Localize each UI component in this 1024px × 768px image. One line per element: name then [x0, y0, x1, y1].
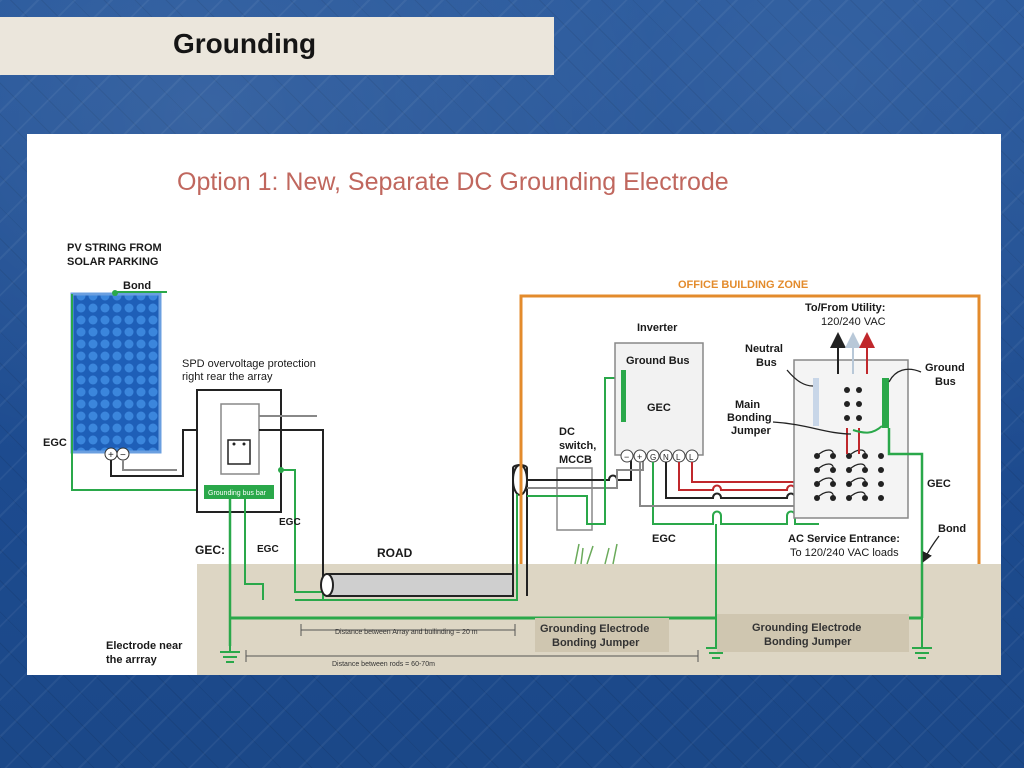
grass-decoration [574, 543, 618, 565]
gebj2-label-1: Grounding Electrode [752, 622, 861, 634]
term-0: − [624, 452, 629, 462]
term-5: L [689, 453, 694, 462]
spd-module [227, 439, 251, 465]
egc-under-label: EGC [257, 544, 279, 555]
svg-text:−: − [120, 450, 126, 461]
neutral-bus [813, 378, 819, 426]
spd-label-1: SPD overvoltage protection [182, 358, 316, 370]
term-3: N [663, 453, 669, 462]
panel-ground-bus [882, 378, 889, 428]
gebj2-label-2: Bonding Jumper [764, 636, 852, 648]
spd-label-2: right rear the array [182, 371, 273, 383]
diagram-heading: Option 1: New, Separate DC Grounding Ele… [177, 168, 729, 196]
office-zone-label: OFFICE BUILDING ZONE [678, 279, 808, 291]
slide-title: Grounding [173, 28, 317, 59]
egc-left-label: EGC [43, 437, 67, 449]
ground-bus-label-2: Bus [935, 376, 956, 388]
inverter-box [614, 342, 704, 456]
pv-panel [70, 292, 162, 454]
gec-right-label: GEC [927, 478, 951, 490]
gebj-box-1 [535, 618, 669, 652]
grounding-bus-bar [204, 485, 274, 499]
term-4: L [676, 453, 681, 462]
ground-symbol-left [220, 646, 240, 663]
ac-service-label-2: To 120/240 VAC loads [790, 547, 899, 559]
term-1: + [637, 452, 642, 462]
ac-service-panel [793, 359, 909, 519]
ground-bus-inv-label: Ground Bus [626, 355, 690, 367]
road-conduit [326, 573, 514, 597]
dc-switch-label-2: switch, [559, 440, 596, 452]
ac-service-label-1: AC Service Entrance: [788, 533, 900, 545]
egc-combiner-label: EGC [279, 517, 301, 528]
gec-inv-label: GEC [647, 402, 671, 414]
bond-pv-label: Bond [123, 280, 151, 292]
title-bar [0, 17, 554, 75]
electrode-label-1: Electrode near [106, 640, 183, 652]
dc-switch-label-3: MCCB [559, 454, 592, 466]
neutral-bus-label-1: Neutral [745, 343, 783, 355]
main-bonding-label-1: Main [735, 399, 760, 411]
egc-mid-label: EGC [652, 533, 676, 545]
pv-string-label-1: PV STRING FROM [67, 242, 162, 254]
term-2: G [650, 453, 656, 462]
gebj1-label-2: Bonding Jumper [552, 637, 640, 649]
inverter-ground-bus [621, 370, 626, 422]
inverter-label: Inverter [637, 322, 678, 334]
ground-bus-label-1: Ground [925, 362, 965, 374]
gebj-box-2 [717, 614, 909, 652]
ground-symbol-right [912, 618, 932, 659]
bond-right-label: Bond [938, 523, 966, 535]
svg-text:+: + [108, 450, 114, 461]
utility-label-1: To/From Utility: [805, 302, 885, 314]
electrode-label-2: the arrray [106, 654, 158, 666]
grounding-bus-bar-label: Grounding bus bar [208, 490, 267, 497]
main-bonding-label-3: Jumper [731, 425, 771, 437]
pv-string-label-2: SOLAR PARKING [67, 256, 158, 268]
distance-array-building: Distance between Array and builinding = … [335, 629, 478, 636]
main-bonding-label-2: Bonding [727, 412, 772, 424]
grounding-diagram: Option 1: New, Separate DC Grounding Ele… [27, 134, 1001, 675]
gebj1-label-1: Grounding Electrode [540, 623, 649, 635]
distance-rods: Distance between rods = 60-70m [332, 661, 435, 668]
road-label: ROAD [377, 546, 413, 560]
office-zone-border [519, 294, 981, 564]
neutral-bus-label-2: Bus [756, 357, 777, 369]
inverter-terminals: − + G N L L [620, 449, 699, 463]
gec-left-label: GEC: [195, 543, 225, 557]
utility-label-2: 120/240 VAC [821, 316, 886, 328]
dc-switch-label-1: DC [559, 426, 575, 438]
